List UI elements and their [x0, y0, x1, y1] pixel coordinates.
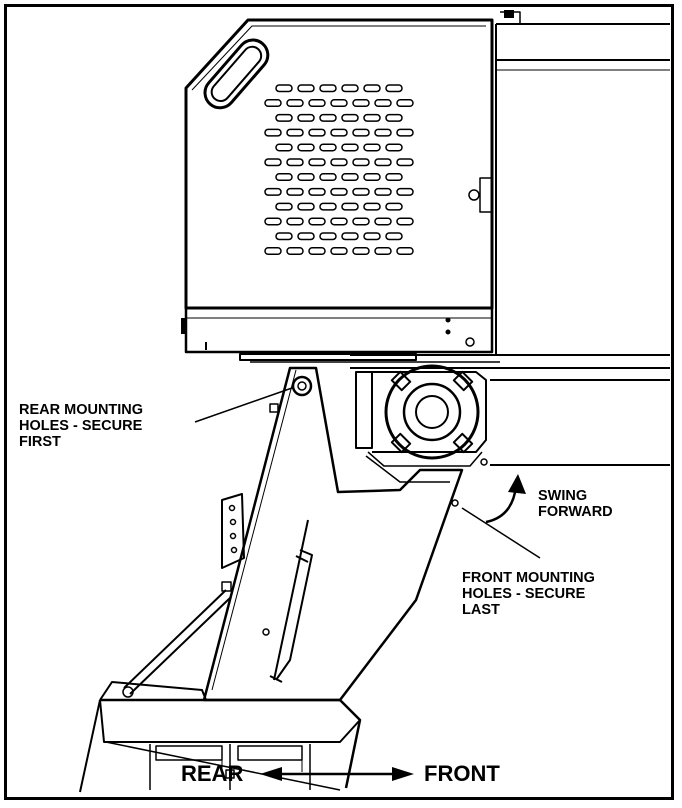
- rear-mounting-holes-label: REAR MOUNTING HOLES - SECURE FIRST: [19, 402, 144, 450]
- vent-slot: [363, 232, 381, 241]
- vent-slot: [297, 113, 315, 122]
- vent-slot: [352, 187, 370, 196]
- vent-slot: [374, 99, 392, 108]
- vent-slot: [396, 187, 414, 196]
- vent-slot: [319, 143, 337, 152]
- vent-slot: [396, 158, 414, 167]
- diagram-frame: [4, 4, 674, 800]
- vent-slot: [286, 128, 304, 137]
- vent-slot: [275, 143, 293, 152]
- rear-label: REAR: [181, 761, 244, 786]
- vent-slot: [352, 158, 370, 167]
- vent-slot: [363, 173, 381, 182]
- vent-slot: [319, 202, 337, 211]
- vent-slot: [352, 128, 370, 137]
- vent-slot: [297, 202, 315, 211]
- vent-slot: [286, 158, 304, 167]
- vent-slot: [352, 99, 370, 108]
- vent-slot: [275, 113, 293, 122]
- vent-slot: [352, 247, 370, 256]
- vent-slot: [341, 84, 359, 93]
- rear-front-double-arrow: [260, 767, 414, 781]
- vent-slot: [341, 173, 359, 182]
- vent-slot: [374, 187, 392, 196]
- vent-slot: [275, 232, 293, 241]
- vent-slot: [330, 247, 348, 256]
- vent-slot: [341, 232, 359, 241]
- vent-slot: [330, 158, 348, 167]
- vent-slot: [341, 143, 359, 152]
- vent-slot: [374, 158, 392, 167]
- bent-rod: [269, 519, 313, 683]
- vent-slot: [319, 232, 337, 241]
- vent-slot: [286, 217, 304, 226]
- leader-lines: [194, 387, 541, 559]
- vent-slot: [363, 84, 381, 93]
- vent-slot: [385, 202, 403, 211]
- vent-slot: [264, 187, 282, 196]
- vent-slot: [363, 113, 381, 122]
- front-mounting-holes-label: FRONT MOUNTING HOLES - SECURE LAST: [462, 570, 595, 618]
- vent-slot: [352, 217, 370, 226]
- vent-slot: [396, 128, 414, 137]
- vent-slot: [264, 99, 282, 108]
- vent-slot: [286, 99, 304, 108]
- vent-slot: [308, 217, 326, 226]
- rear-mounting-leader: [194, 387, 293, 423]
- vent-slot: [264, 217, 282, 226]
- vent-slot: [308, 158, 326, 167]
- front-mounting-leader: [461, 507, 541, 559]
- vent-slot: [297, 84, 315, 93]
- vent-slot: [308, 247, 326, 256]
- vent-slot: [297, 173, 315, 182]
- vent-slot: [396, 247, 414, 256]
- vent-slot: [275, 173, 293, 182]
- vent-slots: [264, 84, 414, 256]
- vent-slot: [385, 173, 403, 182]
- vent-slot: [374, 247, 392, 256]
- vent-slot: [385, 113, 403, 122]
- vent-slot: [264, 128, 282, 137]
- vent-slot: [308, 128, 326, 137]
- vent-slot: [330, 187, 348, 196]
- vent-slot: [330, 217, 348, 226]
- vent-slot: [297, 143, 315, 152]
- wheel-assembly: [239, 353, 500, 467]
- vent-slot: [363, 202, 381, 211]
- vent-slot: [297, 232, 315, 241]
- vent-slot: [264, 247, 282, 256]
- vent-slot: [308, 99, 326, 108]
- front-label: FRONT: [424, 761, 500, 786]
- vent-slot: [308, 187, 326, 196]
- vent-slot: [264, 158, 282, 167]
- lower-deck: [79, 681, 362, 793]
- swing-forward-label: SWING FORWARD: [538, 488, 613, 520]
- vent-slot: [374, 128, 392, 137]
- vent-slot: [319, 173, 337, 182]
- background-structure: [350, 10, 670, 466]
- vent-slot: [330, 99, 348, 108]
- vent-slot: [330, 128, 348, 137]
- vent-slot: [319, 113, 337, 122]
- vent-slot: [374, 217, 392, 226]
- vent-slot: [341, 113, 359, 122]
- vent-slot: [385, 232, 403, 241]
- side-plate: [122, 493, 245, 698]
- swing-forward-arrow: [485, 474, 526, 524]
- vent-slot: [363, 143, 381, 152]
- cabinet: [181, 18, 494, 354]
- vent-slot: [341, 202, 359, 211]
- vent-slot: [286, 187, 304, 196]
- vent-slot: [396, 99, 414, 108]
- vent-slot: [275, 84, 293, 93]
- vent-slot: [275, 202, 293, 211]
- vent-slot: [385, 84, 403, 93]
- vent-slot: [396, 217, 414, 226]
- vent-slot: [319, 84, 337, 93]
- vent-slot: [385, 143, 403, 152]
- vent-slot: [286, 247, 304, 256]
